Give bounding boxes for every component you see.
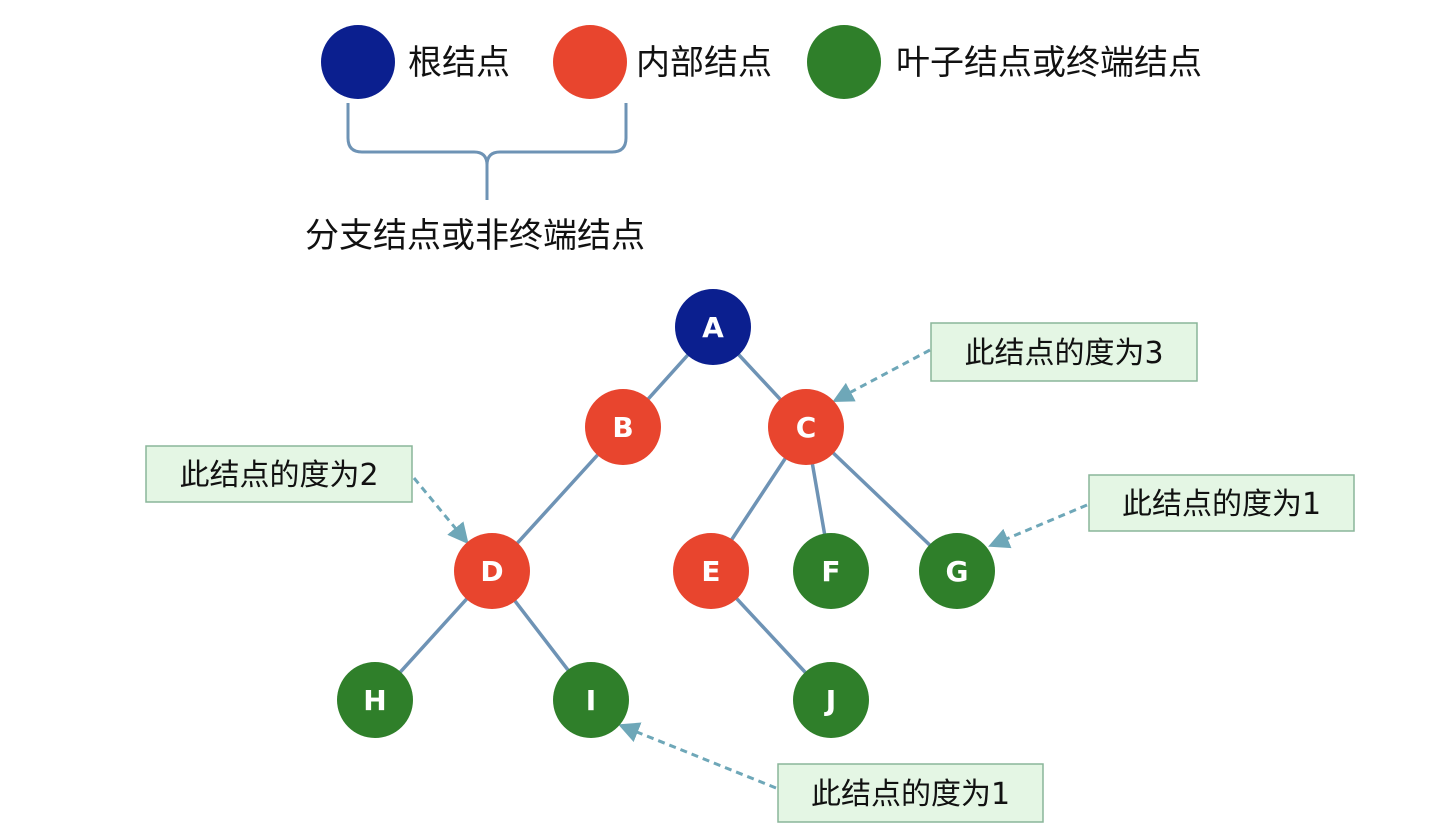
callout-C: 此结点的度为3 xyxy=(832,322,1198,402)
legend-label-leaf: 叶子结点或终端结点 xyxy=(896,43,1202,83)
callout-box-D xyxy=(145,445,413,503)
node-label-E: E xyxy=(701,555,720,588)
callout-text-G: 此结点的度为1 xyxy=(1122,487,1321,522)
callouts: 此结点的度为3 此结点的度为2 此结点的度为1 此结点的度为1 xyxy=(145,322,1355,823)
node-label-J: J xyxy=(824,684,836,717)
node-label-D: D xyxy=(480,555,503,588)
tree-node-A: A xyxy=(675,289,751,365)
callout-arrow-C xyxy=(832,348,931,402)
brace: 分支结点或非终端结点 xyxy=(305,103,645,256)
tree-node-B: B xyxy=(585,389,661,465)
legend: 根结点 内部结点 叶子结点或终端结点 xyxy=(321,25,1202,99)
callout-arrow-D xyxy=(412,477,469,545)
node-circle-B xyxy=(585,389,661,465)
callout-G: 此结点的度为1 xyxy=(988,474,1355,549)
callout-text-C: 此结点的度为3 xyxy=(964,336,1163,371)
callout-text-D: 此结点的度为2 xyxy=(179,458,378,493)
node-label-A: A xyxy=(702,311,724,344)
legend-item-leaf: 叶子结点或终端结点 xyxy=(807,25,1202,99)
tree-node-D: D xyxy=(454,533,530,609)
legend-swatch-internal xyxy=(553,25,627,99)
brace-label: 分支结点或非终端结点 xyxy=(305,216,645,256)
callout-box-C xyxy=(930,322,1198,382)
node-label-B: B xyxy=(612,411,633,444)
tree-node-H: H xyxy=(337,662,413,738)
node-circle-H xyxy=(337,662,413,738)
legend-item-internal: 内部结点 xyxy=(553,25,772,99)
node-label-H: H xyxy=(363,684,386,717)
node-circle-F xyxy=(793,533,869,609)
legend-item-root: 根结点 xyxy=(321,25,510,99)
legend-label-root: 根结点 xyxy=(408,43,510,83)
node-label-F: F xyxy=(821,555,840,588)
legend-label-internal: 内部结点 xyxy=(636,43,772,83)
callout-arrow-G xyxy=(988,503,1088,549)
node-circle-I xyxy=(553,662,629,738)
tree-node-J: J xyxy=(793,662,869,738)
callout-box-G xyxy=(1088,474,1355,532)
node-label-I: I xyxy=(586,684,596,717)
callout-arrow-I xyxy=(618,722,777,790)
node-circle-E xyxy=(673,533,749,609)
legend-swatch-leaf xyxy=(807,25,881,99)
node-label-G: G xyxy=(946,555,969,588)
tree-node-F: F xyxy=(793,533,869,609)
callout-I: 此结点的度为1 xyxy=(618,722,1044,823)
node-circle-D xyxy=(454,533,530,609)
node-circle-A xyxy=(675,289,751,365)
brace-shape xyxy=(346,103,628,200)
node-circle-C xyxy=(768,389,844,465)
tree-node-C: C xyxy=(768,389,844,465)
legend-swatch-root xyxy=(321,25,395,99)
callout-D: 此结点的度为2 xyxy=(145,445,469,545)
node-label-C: C xyxy=(796,411,817,444)
tree-node-G: G xyxy=(919,533,995,609)
node-circle-J xyxy=(793,662,869,738)
tree-edges xyxy=(373,325,959,702)
callout-box-I xyxy=(777,763,1044,823)
node-circle-G xyxy=(919,533,995,609)
tree-node-I: I xyxy=(553,662,629,738)
tree-nodes: A B C D E F G H I J xyxy=(337,289,995,738)
callout-text-I: 此结点的度为1 xyxy=(811,777,1010,812)
tree-node-E: E xyxy=(673,533,749,609)
